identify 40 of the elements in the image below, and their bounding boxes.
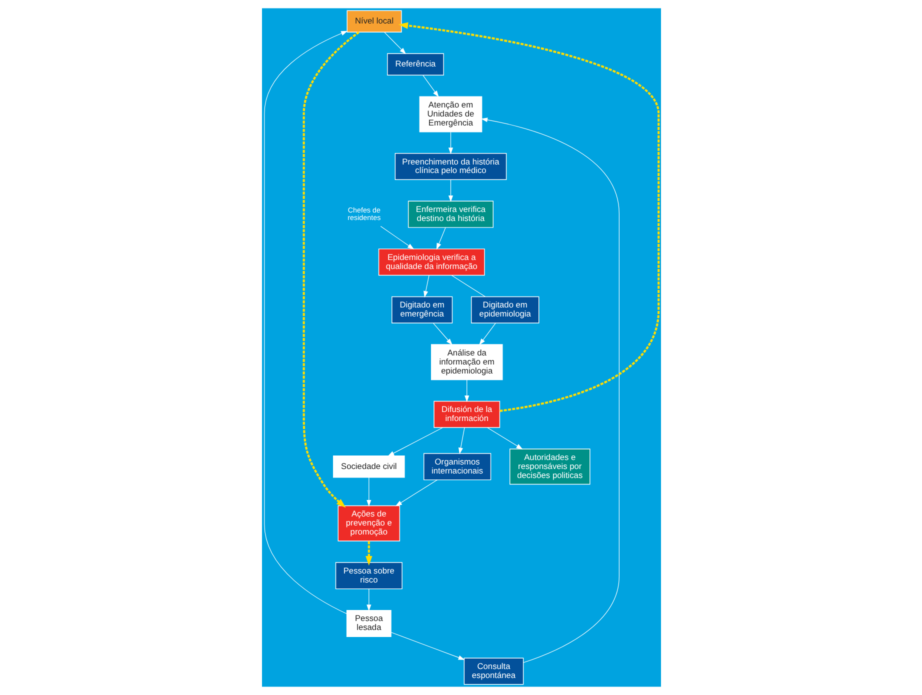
arrow: [387, 427, 442, 456]
node-box: Preenchimento da história clínica pelo médico: [394, 153, 506, 180]
arrow: [458, 427, 464, 454]
arrow: [422, 75, 438, 98]
node-box: Consulta espontánea: [463, 658, 524, 685]
arrow: [486, 427, 522, 450]
node-box: Ações de prevenção e promoção: [337, 505, 400, 542]
node-box: Difusión de la información: [433, 400, 500, 428]
node-box: Pessoa sobre risco: [334, 562, 402, 590]
arrow: [432, 322, 452, 346]
node-box: Referência: [386, 53, 444, 76]
arrow: [384, 32, 406, 54]
connector: [450, 275, 485, 297]
node-box: Pessoa lesada: [346, 610, 391, 637]
node-box: Digitado em epidemiologia: [470, 296, 539, 324]
arrow: [365, 541, 372, 566]
arrow: [423, 275, 429, 298]
node-box: Digitado em emergência: [391, 296, 452, 324]
arrow: [436, 227, 446, 250]
arrow: [366, 477, 371, 507]
arrow: [390, 632, 464, 660]
arrow: [264, 30, 348, 614]
node-box: Autoridades e responsáveis por decisões politicas: [509, 448, 590, 485]
node-box: Epidemiologia verifica a qualidade da informação: [378, 248, 484, 276]
arrow: [478, 322, 496, 346]
arrow: [380, 226, 414, 250]
arrow: [448, 132, 453, 154]
arrow: [366, 588, 371, 612]
node-box: Sociedade civil: [332, 456, 404, 478]
arrow: [480, 118, 619, 663]
arrow: [398, 22, 660, 412]
node-box: Atenção em Unidades de Emergência: [418, 96, 482, 132]
arrow: [464, 380, 469, 402]
arrow: [448, 180, 453, 202]
arrow: [302, 31, 359, 508]
arrow: [394, 480, 438, 506]
node-box: Enfermeira verifica destino da história: [407, 200, 494, 228]
node-box: Organismos internacionais: [423, 453, 491, 480]
node-box: Análise da informação em epidemiologia: [430, 344, 502, 380]
node-box: Nível local: [346, 10, 402, 32]
